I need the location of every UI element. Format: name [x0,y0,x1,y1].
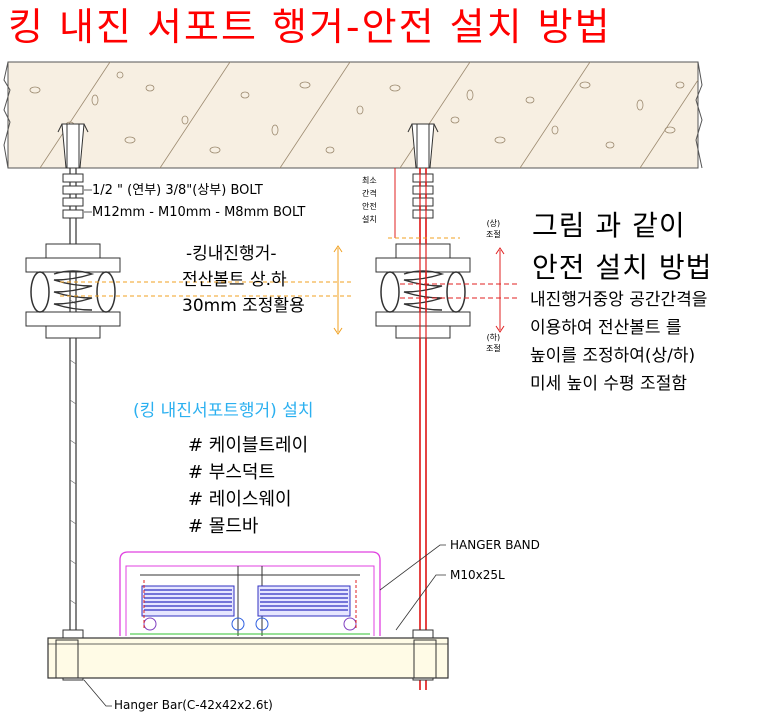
right-note-heading-2: 안전 설치 방법 [532,251,713,284]
adjust-guide-left [60,245,352,335]
install-title: (킹 내진서포트행거) 설치 [133,401,314,421]
hanger-bar-label: Hanger Bar(C-42x42x2.6t) [114,698,273,712]
hanger-band-label: HANGER BAND [450,538,540,552]
gap-label-4: 설치 [362,215,377,224]
install-item-1: # 케이블트레이 [188,435,309,456]
gap-label-1: 최소 [362,176,377,185]
king-note-title: -킹내진행거- [186,244,277,264]
adjust-up-1: (상) [486,219,501,228]
install-item-4: # 몰드바 [188,516,259,537]
clamp-parts [130,580,370,635]
cable-tray-right [257,585,351,617]
hanger-band [119,551,381,636]
right-note-line-1: 내진행거중앙 공간간격을 [530,290,708,310]
gap-label: 최소 간격 안전 설치 [362,174,377,226]
king-note-line-1: 전산볼트 상.하 [182,270,287,290]
right-note-line-3: 높이를 조정하여(상/하) [530,346,696,366]
adjust-guide-right [400,247,520,333]
bolt-spec-line-1: 1/2 " (연부) 3/8"(상부) BOLT [92,183,263,198]
right-note-line-2: 이용하여 전산볼트 를 [530,318,682,338]
left-rod-assembly [25,123,121,681]
page-title: 킹 내진 서포트 행거-안전 설치 방법 [8,5,612,49]
right-note-heading-1: 그림 과 같이 [532,209,686,242]
gap-label-3: 안전 [362,202,377,211]
bolt-m10-label: M10x25L [450,568,505,582]
gap-dimension [388,168,460,239]
adjust-up-2: 조절 [486,230,501,239]
install-item-3: # 레이스웨이 [188,489,292,510]
adjust-up-label: (상) 조절 [486,218,501,240]
adjust-down-1: (하) [486,333,501,342]
ceiling-slab [3,61,703,169]
adjust-down-label: (하) 조절 [486,332,501,354]
adjust-down-2: 조절 [486,344,501,353]
install-item-2: # 부스덕트 [188,462,276,483]
bolt-spec-line-2: M12mm - M10mm - M8mm BOLT [92,205,306,220]
right-rod-assembly [375,123,471,690]
hanger-bar [47,637,449,679]
leader-lines [83,189,446,707]
king-note-line-2: 30mm 조정활용 [182,296,305,316]
cable-tray-left [141,585,235,617]
right-note-line-4: 미세 높이 수평 조절함 [530,374,687,394]
gap-label-2: 간격 [362,189,377,198]
